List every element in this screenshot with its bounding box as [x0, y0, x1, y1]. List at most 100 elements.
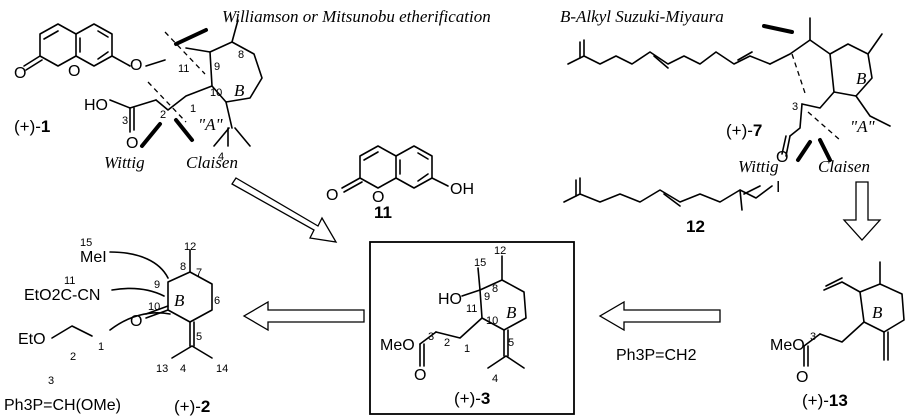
- atom-num-2-c1: 2: [160, 109, 166, 121]
- compound-11-label: 11: [374, 203, 392, 222]
- ether-bond-mark: [174, 28, 208, 46]
- atom-num-4-c2: 4: [180, 363, 186, 375]
- reagent-cyanoformate: EtO2C-CN: [24, 287, 100, 304]
- atom-num-9-c1: 9: [214, 61, 220, 73]
- atom-num-1-reagent: 1: [98, 341, 104, 353]
- claisen-bond-mark-c7: [818, 138, 832, 162]
- atom-num-15-reagent: 15: [80, 237, 92, 249]
- hydroxyl-3: HO: [438, 291, 462, 308]
- compound-1-label: (+)-1: [14, 117, 50, 136]
- atom-num-6-c2: 6: [214, 295, 220, 307]
- curved-arrow-mei: [109, 251, 169, 279]
- ester-o-3: O: [414, 367, 426, 384]
- williamson-label: Williamson or Mitsunobu etherification: [222, 7, 491, 26]
- reagent-methoxy-ylide: Ph3P=CH(OMe): [4, 397, 121, 414]
- atom-num-9-c2: 9: [154, 279, 160, 291]
- retro-arrow-3-to-2: [242, 300, 365, 332]
- carbonyl-oxygen-1: O: [14, 65, 26, 82]
- reagent-methylene-ylide: Ph3P=CH2: [616, 347, 697, 364]
- atom-num-1-c3: 1: [464, 343, 470, 355]
- methoxy-3: MeO: [380, 337, 415, 354]
- wittig-bond-mark-c1: [140, 122, 162, 148]
- atom-num-10-c3: 10: [486, 315, 498, 327]
- atom-num-12-c2: 12: [184, 241, 196, 253]
- ring-b-label-c1: B: [234, 81, 245, 100]
- hydroxyl-11: OH: [450, 181, 474, 198]
- atom-num-8-c3: 8: [492, 283, 498, 295]
- claisen-bond-mark-c1: [174, 118, 194, 142]
- atom-num-15-c3: 15: [474, 257, 486, 269]
- atom-num-1-c1: 1: [190, 103, 196, 115]
- compound-3-structure: [419, 255, 527, 369]
- compound-7-structure: [567, 17, 891, 157]
- curved-arrow-cyano: [111, 287, 165, 297]
- atom-num-2-reagent: 2: [70, 351, 76, 363]
- atom-num-9-c3: 9: [484, 291, 490, 303]
- atom-num-7-c2: 7: [196, 267, 202, 279]
- compound-13-structure: [803, 261, 905, 367]
- atom-num-12-c3: 12: [494, 245, 506, 257]
- ring-b-label-c3: B: [506, 303, 517, 322]
- wittig-bond-mark-c7: [796, 140, 812, 162]
- compound-7-label: (+)-7: [726, 121, 762, 140]
- compound-11-structure: [341, 145, 449, 193]
- atom-num-8-c2: 8: [180, 261, 186, 273]
- carbonyl-oxygen-11: O: [326, 187, 338, 204]
- atom-num-11-reagent: 11: [64, 275, 75, 287]
- atom-num-4-c3: 4: [492, 373, 498, 385]
- atom-num-3-c1: 3: [122, 115, 128, 127]
- curved-arrow-vinyl: [109, 311, 171, 331]
- ring-a-label-c1: "A": [198, 115, 224, 134]
- disconnect-ether-c1: [164, 31, 206, 75]
- atom-num-10-c2: 10: [148, 301, 160, 313]
- disconnect-wittig-c1: [147, 81, 187, 123]
- atom-num-3-c7: 3: [792, 101, 798, 113]
- lactone-oxygen-1: O: [68, 63, 80, 80]
- compound-13-label: (+)-13: [802, 391, 848, 410]
- compound-12-structure: [563, 177, 773, 211]
- atom-num-3-reagent: 3: [48, 375, 54, 387]
- lactone-oxygen-11: O: [372, 189, 384, 206]
- retro-arrow-13-to-3: [598, 300, 721, 332]
- compound-3-label: (+)-3: [454, 389, 490, 408]
- reagent-mei: MeI: [80, 249, 107, 266]
- ring-b-label-c13: B: [872, 303, 883, 322]
- atom-num-2-c3: 2: [444, 337, 450, 349]
- atom-num-3-c3: 3: [428, 331, 434, 343]
- acid-oh-1: HO: [84, 97, 108, 114]
- suzuki-label: B-Alkyl Suzuki-Miyaura: [560, 7, 724, 26]
- atom-num-10-c1: 10: [210, 87, 222, 99]
- suzuki-bond-mark: [762, 24, 794, 34]
- atom-num-5-c2: 5: [196, 331, 202, 343]
- reagent-vinyl-ether: EtO: [18, 331, 46, 348]
- ester-o-13: O: [796, 369, 808, 386]
- aldehyde-o-7: O: [776, 149, 788, 166]
- compound-12-label: 12: [686, 217, 705, 236]
- disconnect-suzuki-c7: [791, 53, 807, 97]
- ring-a-label-c7: "A": [850, 117, 876, 136]
- methoxy-13: MeO: [770, 337, 805, 354]
- compound-1-structure: [23, 19, 263, 147]
- retro-arrow-1-to-3: [231, 177, 338, 243]
- atom-num-5-c3: 5: [508, 337, 514, 349]
- compound-2-structure: [145, 249, 213, 359]
- wittig-label-left: Wittig: [104, 153, 145, 172]
- claisen-label-left: Claisen: [186, 153, 238, 172]
- disconnect-claisen-c7: [807, 111, 841, 141]
- compound-3-box: [369, 241, 575, 415]
- atom-num-3-c13: 3: [810, 331, 816, 343]
- wittig-label-right: Wittig: [738, 157, 779, 176]
- ether-oxygen-1: O: [130, 57, 142, 74]
- retro-arrow-7-to-13: [842, 181, 882, 241]
- atom-num-14-c2: 14: [216, 363, 228, 375]
- atom-num-4-c1: 4: [218, 151, 224, 163]
- iodide-12: I: [776, 179, 780, 196]
- atom-num-13-c2: 13: [156, 363, 168, 375]
- claisen-label-right: Claisen: [818, 157, 870, 176]
- acid-o-1: O: [126, 135, 138, 152]
- atom-num-11-c1: 11: [178, 63, 189, 75]
- compound-2-label: (+)-2: [174, 397, 210, 416]
- atom-num-8-c1: 8: [238, 49, 244, 61]
- atom-num-11-c3: 11: [466, 303, 477, 315]
